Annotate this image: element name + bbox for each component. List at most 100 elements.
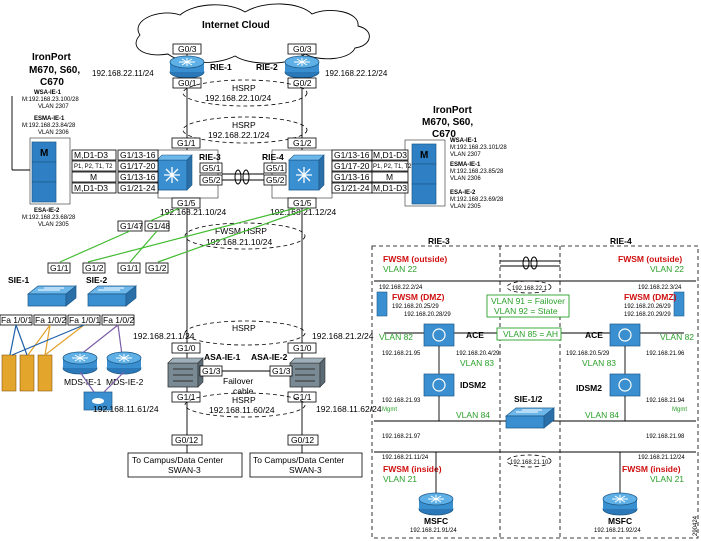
left-esma-vlan: VLAN 2306	[38, 130, 69, 136]
svg-text:M: M	[420, 150, 428, 161]
hsrp-top-ip: 192.168.22.10/24	[205, 93, 271, 103]
detail-msfc-l: MSFC	[424, 516, 448, 526]
detail-ip-22-1: 192.168.22.1	[512, 286, 548, 292]
detail-sie-12: SIE-1/2	[505, 394, 555, 429]
rie3-port-1: G1/13-16	[120, 150, 156, 160]
rie4-port-1: G1/13-16	[334, 150, 370, 160]
campus-left-l1: To Campus/Data Center	[132, 455, 223, 465]
storage-icon	[83, 391, 113, 411]
sie2-p1: G1/1	[120, 263, 139, 273]
campus-right-l1: To Campus/Data Center	[253, 455, 344, 465]
asa1-bottom: G1/1	[177, 392, 196, 402]
rie4-port-4: G1/21-24	[334, 183, 370, 193]
ironport-esa-icon	[411, 183, 437, 205]
rie4-top-port: G1/2	[293, 138, 312, 148]
campus-right-l2: SWAN-3	[289, 465, 322, 475]
svg-text:M: M	[40, 148, 48, 159]
detail-ip-25-l: 192.168.20.25/29	[392, 304, 439, 310]
detail-rie3: RIE-3	[428, 236, 450, 246]
rie4-port-list: G1/13-16 G1/17-20 G1/13-16 G1/21-24	[331, 149, 373, 194]
right-wsa-ip: M:192.168.23.101/28	[450, 145, 507, 151]
right-ip-port-3: M	[386, 172, 393, 182]
left-ip-port-4: M,D1-D3	[74, 183, 108, 193]
switch-icon	[505, 407, 555, 429]
detail-ip-21-93: 192.168.21.93	[382, 398, 421, 404]
rie1-ip: 192.168.22.11/24	[92, 69, 154, 78]
left-ironport-title-2: M670, S60,	[29, 65, 80, 76]
idsm-left: IDSM2	[423, 373, 486, 397]
right-esa-ip: M:192.168.23.69/28	[450, 197, 504, 203]
left-ip-port-1: M,D1-D3	[74, 150, 108, 160]
detail-ip-21-11: 192.168.21.11/24	[382, 455, 429, 461]
right-ip-port-4: M,D1-D3	[373, 183, 407, 193]
rie4-p2: G5/2	[266, 175, 285, 185]
sie1-fa2: Fa 1/0/2	[35, 315, 66, 325]
rie3-top-port: G1/1	[177, 138, 196, 148]
switch-sie-2: G1/1 G1/2 SIE-2 Fa 1/0/1 Fa 1/0/2	[67, 262, 169, 326]
detail-idsm-l: IDSM2	[460, 380, 486, 390]
rie3-name: RIE-3	[199, 152, 221, 162]
left-esa-ip: M:192.168.23.68/28	[22, 215, 76, 221]
detail-vlan82-r: VLAN 82	[660, 332, 694, 342]
asa1-name: ASA-IE-1	[204, 352, 241, 362]
detail-fwsm-dmz-r: FWSM (DMZ)	[624, 292, 677, 302]
rie4-ip: 192.168.21.12/24	[270, 207, 336, 217]
detail-vlan22-r: VLAN 22	[650, 264, 684, 274]
hsrp-asa-top-label: HSRP	[232, 323, 256, 333]
rie2-ip: 192.168.22.12/24	[325, 69, 388, 78]
ace-left: ACE	[423, 323, 484, 347]
detail-ip-21-94: 192.168.21.94	[646, 398, 685, 404]
hsrp-mid-label: HSRP	[232, 120, 256, 130]
hsrp-asa-bottom: HSRP 192.168.11.60/24	[184, 392, 306, 418]
asa2-ip: 192.168.11.62/24	[316, 404, 382, 414]
detail-ip-21-12: 192.168.21.12/24	[638, 455, 685, 461]
detail-ip-21-96: 192.168.21.96	[646, 351, 685, 357]
mds2-name: MDS-IE-2	[106, 377, 144, 387]
hsrp-asa-bottom-label: HSRP	[232, 395, 256, 405]
right-wsa-name: WSA-IE-1	[450, 138, 478, 144]
router-icon	[169, 55, 205, 79]
left-esa-name: ESA-IE-2	[34, 208, 60, 214]
detail-ip-21-10: 192.168.21.10	[510, 460, 549, 466]
detail-ip-28-l: 192.168.20.28/29	[404, 312, 451, 318]
rie3-bottom-port: G1/5	[177, 198, 196, 208]
rie2-name: RIE-2	[256, 62, 278, 72]
right-ip-port-1: M,D1-D3	[373, 150, 407, 160]
right-ironport-title-3: C670	[432, 129, 456, 140]
router-rie-1: G0/3 G0/1 RIE-1 192.168.22.11/24	[92, 43, 232, 89]
fwsm-hsrp-ip: 192.168.21.10/24	[206, 237, 272, 247]
firewall-icon	[289, 357, 326, 388]
sie2-p2: G1/2	[148, 263, 167, 273]
left-esma-ip: M:192.168.23.84/28	[22, 123, 76, 129]
rie4-bottom-port: G1/5	[293, 198, 312, 208]
detail-rie4: RIE-4	[610, 236, 632, 246]
rie3-port-list: G1/13-16 G1/17-20 G1/13-16 G1/21-24	[117, 149, 159, 194]
detail-vlan91: VLAN 91 = Failover	[491, 296, 565, 306]
detail-vlan85: VLAN 85 = AH	[503, 329, 558, 339]
left-wsa-ip: M:192.168.23.100/28	[22, 97, 79, 103]
mds1-name: MDS-IE-1	[64, 377, 102, 387]
router-icon	[106, 351, 142, 375]
right-esa-name: ESA-IE-2	[450, 190, 476, 196]
right-ironport-group: IronPort M670, S60, C670 M M,D1-D3 P1, P…	[371, 105, 507, 210]
hsrp-top: HSRP 192.168.22.10/24	[182, 79, 308, 107]
campus-left-port: G0/12	[175, 435, 198, 445]
sie2-fa2: Fa 1/0/2	[103, 315, 134, 325]
left-ip-port-3: M	[90, 172, 97, 182]
server-stack	[1, 354, 53, 392]
detail-ip-21-97: 192.168.21.97	[382, 434, 421, 440]
msfc-left: MSFC 192.168.21.91/24	[410, 492, 457, 534]
detail-mgmt-r: Mgmt	[672, 407, 687, 413]
asa2-name: ASA-IE-2	[251, 352, 288, 362]
campus-right-port: G0/12	[291, 435, 314, 445]
right-ironport-port-list: M,D1-D3 P1, P2, T1, T2 M M,D1-D3	[371, 149, 412, 194]
right-ip-port-2: P1, P2, T1, T2	[373, 164, 412, 170]
detail-ip-21-98: 192.168.21.98	[646, 434, 685, 440]
detail-mgmt-l: Mgmt	[382, 407, 397, 413]
asa2-mid: G1/3	[272, 366, 291, 376]
figure-id: 290424	[693, 515, 699, 536]
rie3-port-4: G1/21-24	[120, 183, 156, 193]
rie3-port-3: G1/13-16	[120, 172, 156, 182]
detail-fwsm-in-r: FWSM (inside)	[622, 464, 681, 474]
right-ironport-title-2: M670, S60,	[422, 117, 473, 128]
